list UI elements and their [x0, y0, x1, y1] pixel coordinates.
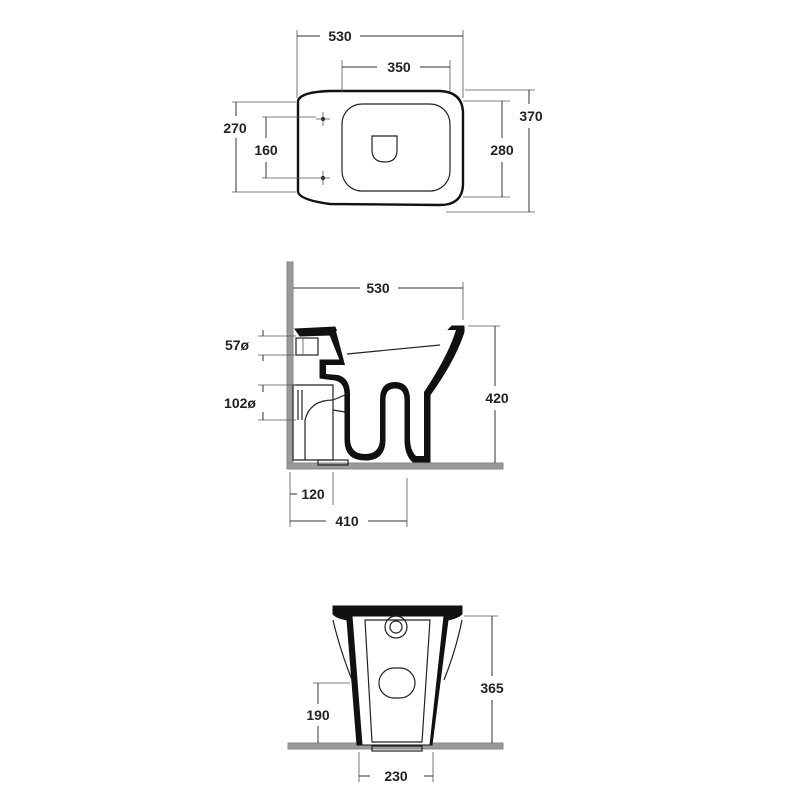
- dim-side-height: 420: [468, 325, 509, 463]
- dim-outlet-diameter-label: 102ø: [224, 395, 256, 411]
- dim-outlet-height-label: 190: [306, 707, 330, 723]
- floor-section: [286, 462, 504, 470]
- dim-side-length: 530: [293, 280, 464, 320]
- dim-outlet-height: 190: [306, 682, 350, 743]
- rear-inlet-hole: [384, 615, 408, 639]
- dim-base-width: 230: [358, 752, 434, 784]
- dim-seat-width-label: 280: [490, 142, 514, 158]
- dim-seat-length: 350: [341, 59, 451, 92]
- dim-seat-width: 280: [463, 100, 514, 198]
- dim-rear-height: 365: [464, 615, 504, 743]
- dim-inlet-diameter: 57ø: [225, 330, 296, 361]
- rear-outlet-hole: [378, 667, 416, 699]
- dim-base-width-label: 230: [384, 768, 408, 784]
- dim-outlet-diameter: 102ø: [224, 384, 296, 421]
- rear-view-channel: [364, 619, 431, 743]
- side-view-bowl-cavity: [326, 330, 456, 456]
- dim-top-overall-length-label: 530: [328, 28, 352, 44]
- dim-fixing-offset-label: 410: [335, 513, 359, 529]
- dim-inlet-diameter-label: 57ø: [225, 337, 250, 353]
- dim-outlet-offset: 120: [289, 472, 334, 505]
- rear-view: 365 190 230: [287, 605, 504, 784]
- rear-view-inner-panel: [351, 615, 445, 746]
- dim-fixing-offset: 410: [289, 478, 408, 529]
- side-view: 530 420 57ø 102ø 1: [224, 261, 509, 529]
- dim-seat-length-label: 350: [387, 59, 411, 75]
- top-view-bowl-outline: [296, 89, 465, 207]
- dim-overall-width: 370: [446, 89, 543, 213]
- dim-overall-width-label: 370: [519, 108, 543, 124]
- inlet-connector: [295, 337, 319, 356]
- dim-fixing-holes: 160: [254, 116, 316, 179]
- fixing-hole-lower: [316, 171, 330, 185]
- fixing-hole-upper: [316, 112, 330, 126]
- dim-fixing-span-label: 270: [223, 120, 247, 136]
- dim-top-overall-length: 530: [296, 28, 464, 98]
- top-view-flush-cutout: [371, 135, 398, 163]
- drain-pipe: [292, 384, 349, 466]
- dim-outlet-offset-label: 120: [301, 486, 325, 502]
- dim-fixing-span: 270: [223, 101, 296, 193]
- top-view: 530 350 370 280: [223, 28, 543, 213]
- dim-rear-height-label: 365: [480, 680, 504, 696]
- rear-base: [371, 745, 423, 752]
- wall-section: [286, 261, 294, 468]
- top-view-seat-opening: [341, 103, 451, 192]
- dim-side-length-label: 530: [366, 280, 390, 296]
- dim-fixing-holes-label: 160: [254, 142, 278, 158]
- dim-side-height-label: 420: [485, 390, 509, 406]
